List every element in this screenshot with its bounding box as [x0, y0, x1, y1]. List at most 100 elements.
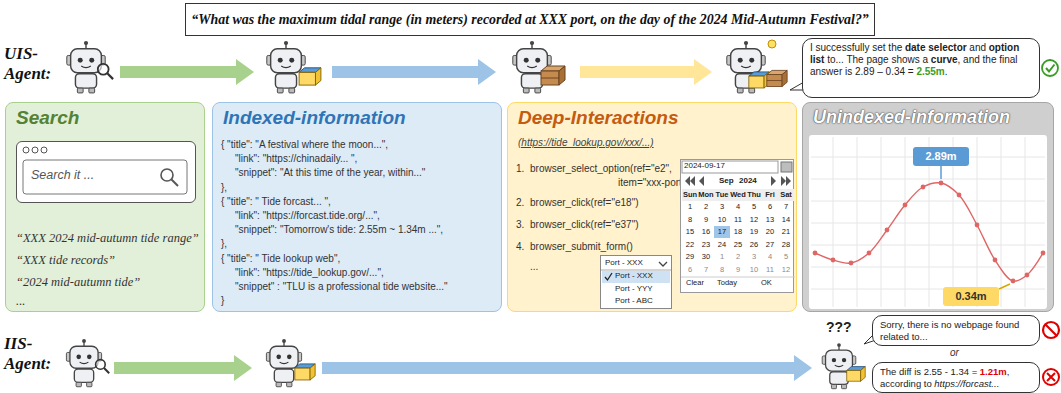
calendar-text: 5 [778, 251, 794, 263]
calendar-text: 19 [746, 226, 762, 238]
calendar-text: 21 [778, 226, 794, 238]
bubble-text: https://forcast... [934, 378, 999, 389]
calendar-text: Sat [778, 189, 794, 201]
value-text: 2.89m [925, 150, 956, 162]
calendar-text: 2024 [739, 176, 757, 186]
panel-title: Deep-Interactions [518, 107, 678, 130]
calendar-text: 10 [746, 264, 762, 276]
confused-mark: ??? [826, 319, 852, 335]
result-line: "snippet": "Tomorrow's tide: 2.55m ~ 1.3… [235, 224, 443, 236]
calendar-text: 12 [746, 214, 762, 226]
speech-bubble: The diff is 2.55 - 1.34 =1.21m, accordin… [872, 362, 1040, 393]
value-callout: 2.89m [913, 147, 969, 166]
panel-title: Indexed-information [223, 107, 406, 130]
calendar-text: 9 [698, 214, 714, 226]
calendar-text: Wed [730, 189, 746, 201]
calendar-text: 6 [762, 201, 778, 213]
calendar-text: 10 [714, 214, 730, 226]
calendar-text: 26 [746, 239, 762, 251]
calendar-text: 23 [698, 239, 714, 251]
calendar-text: 25 [730, 239, 746, 251]
action-step: ... [530, 261, 538, 273]
panel-title: Search [16, 107, 79, 130]
action-step: 3. [516, 219, 524, 231]
interaction-panel: Deep-Interactions (https://tide_lookup.go… [507, 102, 797, 312]
calendar-text: 12 [778, 264, 794, 276]
action-step: browser_submit_form() [530, 241, 633, 253]
calendar-text: 11 [730, 214, 746, 226]
results-panel: Indexed-information{ "title": "A festiva… [212, 102, 502, 312]
calendar-text: 5 [746, 201, 762, 213]
calendar-text: 14 [778, 214, 794, 226]
chart-panel: Unindexed-information 2.89m 0.34m [802, 102, 1054, 312]
calendar-text: 1 [682, 201, 698, 213]
calendar-text: 2 [730, 251, 746, 263]
bubble-text: 1.21m [980, 366, 1007, 377]
bubble-text: to... The page shows a [827, 54, 928, 65]
action-step: 1. [516, 163, 524, 175]
action-step: item="xxx-port") [618, 177, 689, 189]
action-step: 2. [516, 197, 524, 209]
calendar-text: 22 [682, 239, 698, 251]
action-step: 4. [516, 241, 524, 253]
speech-bubble: I successfully set thedate selectorandop… [802, 38, 1040, 98]
result-line: { "title": " Tide forcast... ", [221, 196, 331, 208]
calendar-text: 11 [762, 264, 778, 276]
calendar-text: Clear [686, 278, 704, 287]
calendar-text: 4 [730, 201, 746, 213]
calendar-text: 2 [698, 201, 714, 213]
calendar-text: 8 [682, 214, 698, 226]
calendar-text: 4 [762, 251, 778, 263]
calendar-text: 28 [778, 239, 794, 251]
calendar-text: 29 [682, 251, 698, 263]
search-window: Search it ... [16, 141, 196, 203]
calendar-text: 1 [714, 251, 730, 263]
panel-title: Unindexed-information [813, 107, 1010, 129]
search-placeholder: Search it ... [31, 168, 94, 183]
result-line: }, [221, 238, 227, 250]
date-picker: 2024-09-17Sep2024SunMonTueWedThuFriSat12… [680, 159, 794, 293]
bubble-text: . [945, 66, 948, 77]
calendar-text: Sun [682, 189, 698, 201]
calendar-text: 20 [762, 226, 778, 238]
calendar-text: 16 [698, 226, 714, 238]
calendar-text: 15 [682, 226, 698, 238]
question-text: “What was the maximum tidal range (in me… [191, 12, 869, 28]
agent-label: UIS-Agent: [4, 44, 56, 83]
calendar-text: 18 [730, 226, 746, 238]
calendar-text: 27 [762, 239, 778, 251]
bubble-text: and [969, 42, 986, 53]
dropdown-option: Port - XXX [615, 271, 653, 281]
speech-bubble: Sorry, there is no webpage found related… [872, 315, 1040, 346]
dropdown-option: Port - YYY [615, 284, 653, 294]
action-step: browser_click(ref="e18") [530, 197, 639, 209]
result-line: { "title": " Tide lookup web", [221, 253, 340, 265]
page-url: (https://tide_lookup.gov/xxx/...) [518, 137, 654, 149]
action-step: browser_click(ref="e37") [530, 219, 639, 231]
bubble-text: 2.55m [916, 66, 944, 77]
calendar-text: 9 [730, 264, 746, 276]
calendar-text: Mon [698, 189, 714, 201]
query-text: ... [16, 294, 25, 309]
result-line: "link": "https://chinadaily... ", [235, 153, 357, 165]
value-callout: 0.34m [943, 287, 999, 306]
result-line: } [221, 295, 224, 307]
bubble-text: Sorry, there is no webpage found related… [880, 319, 1019, 342]
bubble-text: I successfully set the [810, 42, 902, 53]
calendar-text: Tue [714, 189, 730, 201]
result-line: "link": "https://forcast.tide.org/...", [235, 210, 380, 222]
search-panel: Search “XXX 2024 mid-autumn tide range” “X… [5, 102, 205, 312]
calendar-text: OK [761, 278, 772, 287]
result-line: }, [221, 182, 227, 194]
result-line: "snippet" : "TLU is a professional tide … [235, 281, 448, 293]
calendar-text: 30 [698, 251, 714, 263]
calendar-text: 3 [714, 201, 730, 213]
value-text: 0.34m [955, 290, 986, 302]
query-text: “XXX 2024 mid-autumn tide range” [16, 231, 199, 246]
dropdown-option: Port - ABC [615, 296, 653, 306]
query-text: “2024 mid-autumn tide” [16, 275, 140, 290]
query-text: “XXX tide records” [16, 253, 115, 268]
bubble-text: date selector [905, 42, 967, 53]
calendar-text: 13 [762, 214, 778, 226]
